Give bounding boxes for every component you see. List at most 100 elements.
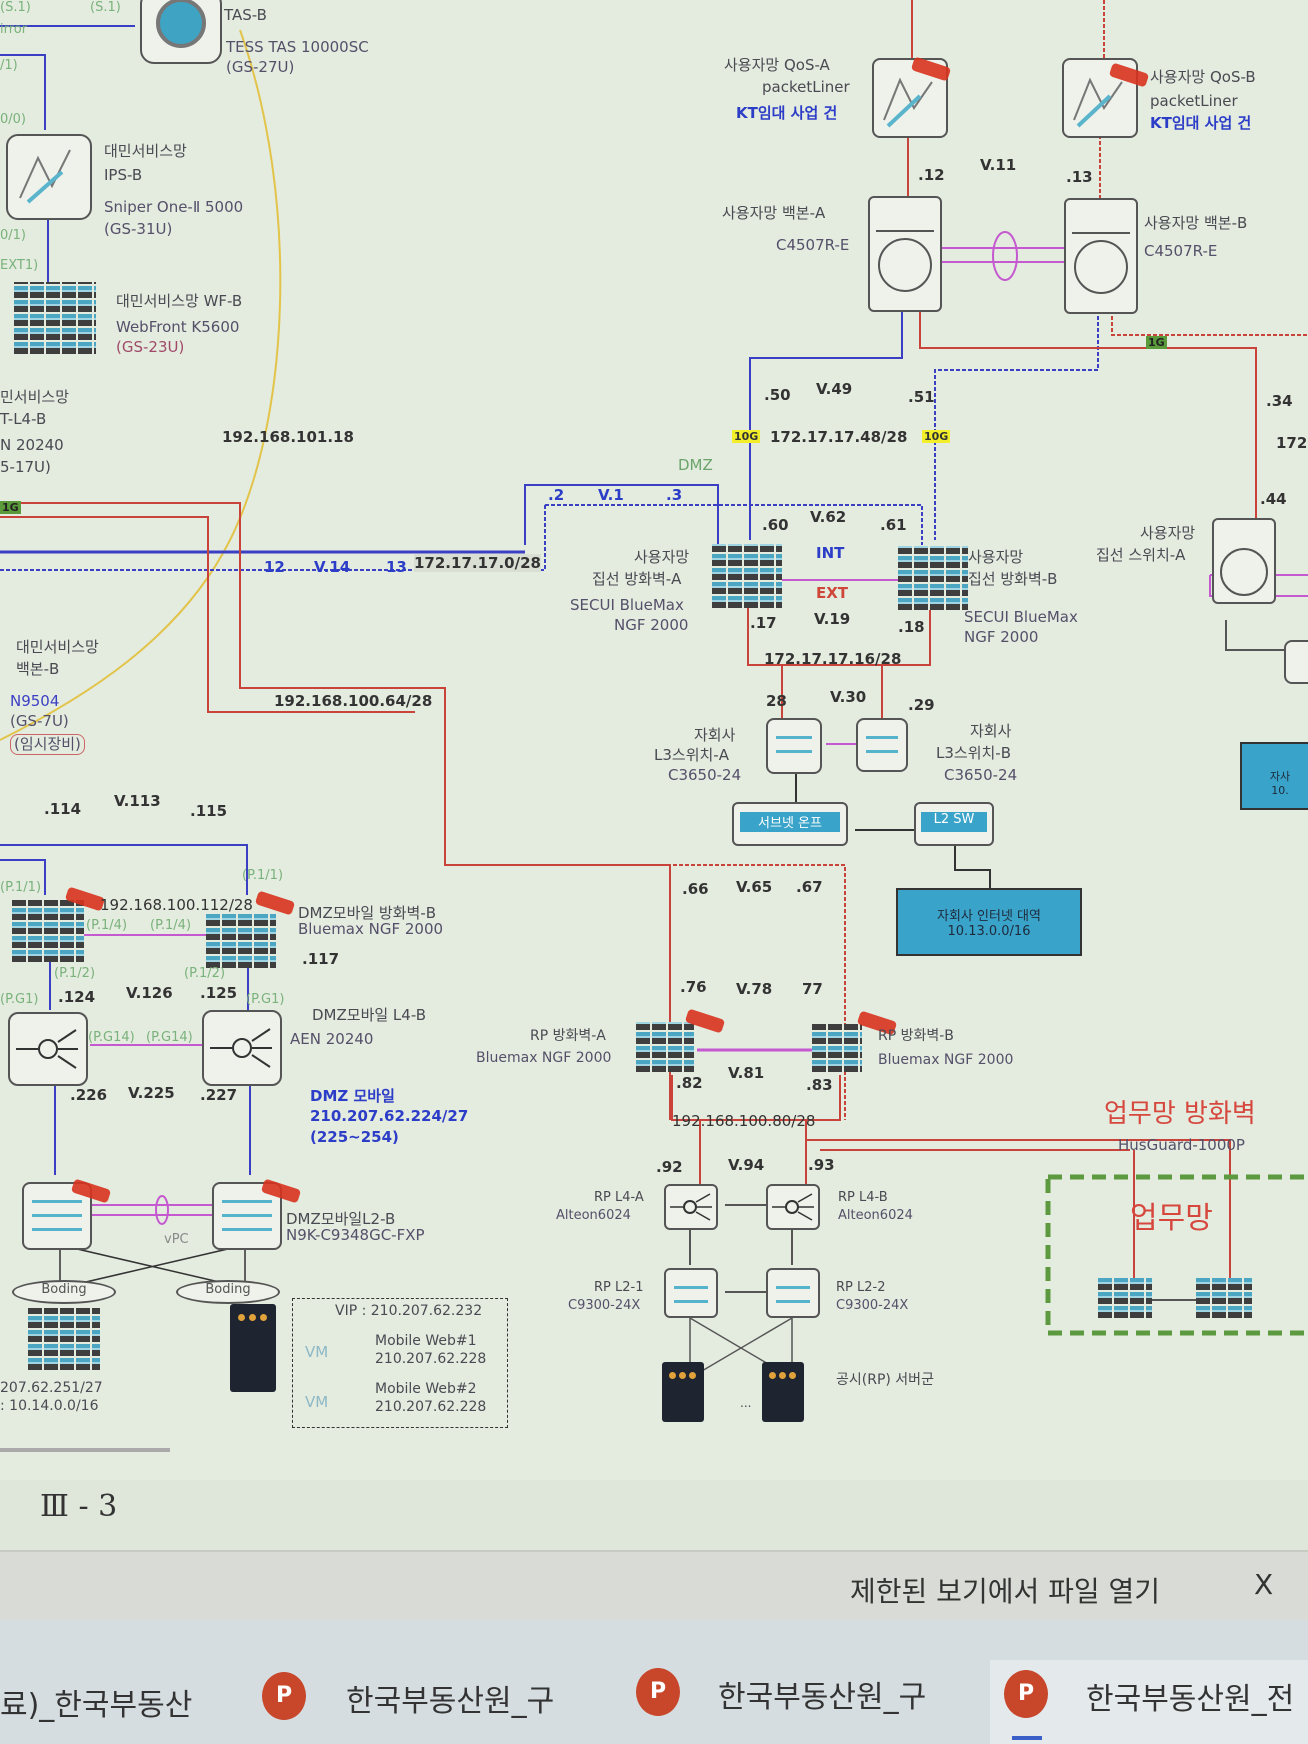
ip-18: .18 [898,618,925,636]
dmz-l2-a-device[interactable] [22,1182,92,1250]
rp-firewall-a-icon[interactable] [636,1022,694,1072]
subnet-label: 172.17.17.0/28 [414,554,541,572]
close-icon[interactable]: X [1254,1568,1274,1601]
dmz-subnet-2: : 10.14.0.0/16 [0,1398,99,1414]
ip-50: .50 [764,386,791,404]
dmz-l4-name: DMZ모바일 L4-B [312,1006,427,1024]
port-label: (P.G1) [0,992,39,1007]
load-balancer-icon [670,1193,712,1221]
dmz-l2-model: N9K-C9348GC-FXP [286,1226,425,1244]
agg-firewall-a-icon[interactable] [712,544,782,608]
rp-l4-a-device[interactable] [664,1184,718,1230]
subsidiary-box-a[interactable]: 서브넷 온프 [732,802,848,846]
ips-name: 대민서비스망 [104,142,187,160]
ip-61: .61 [880,516,907,534]
work-firewall-a-icon[interactable] [1098,1278,1152,1318]
switch-arrows-icon [876,202,934,232]
rp-l4-b-model: Alteon6024 [838,1208,913,1223]
dmz-l4-a-device[interactable] [8,1012,88,1086]
switch-icon [776,730,812,762]
subnet-label: 192.168.100.80/28 [672,1112,816,1130]
work-fw-model: HusGuard-1000P [1118,1136,1245,1154]
dmz-mobile-firewall-a-icon[interactable] [12,900,84,962]
tas-b-device[interactable] [140,0,222,64]
fw-agg-a-model: SECUI BlueMax [570,596,684,614]
port-label: 0/1) [0,228,26,243]
ips-chart-icon [19,149,71,204]
rp-l2-1-device[interactable] [664,1268,718,1318]
ip-82: .82 [676,1074,703,1092]
dmz-mobile-firewall-b-icon[interactable] [206,912,276,968]
qos-b-note: KT임대 사업 건 [1150,114,1252,132]
dmz-mobile-subnet: 210.207.62.224/27 [310,1107,469,1126]
router-icon [878,238,932,292]
switch-icon [32,1194,82,1238]
fw-agg-b-model2: NGF 2000 [964,628,1039,646]
agg-switch-a-device[interactable] [1212,518,1276,604]
core-backbone-b-device[interactable] [1064,198,1138,314]
taskbar-item-active[interactable]: P 한국부동산원_전 [990,1660,1308,1744]
port-label: (P.1/4) [86,918,128,933]
dmz-zone-label: DMZ [678,456,713,474]
work-firewall-b-icon[interactable] [1196,1278,1252,1318]
rp-firewall-b-icon[interactable] [812,1024,862,1072]
restricted-view-notice[interactable]: 제한된 보기에서 파일 열기 [850,1575,1161,1608]
page-number: Ⅲ - 3 [40,1489,118,1524]
vip-address: VIP : 210.207.62.232 [335,1303,483,1319]
l4-sub: T-L4-B [0,410,47,428]
load-balancer-icon [772,1193,814,1221]
agg-firewall-b-icon[interactable] [898,546,968,610]
l4-model: N 20240 [0,436,64,454]
core-a-name: 사용자망 백본-A [722,204,826,222]
subnet-label: 192.168.100.64/28 [274,692,433,710]
taskbar: 료)_한국부동산 P 한국부동산원_구 P 한국부동산원_구 P 한국부동산원_… [0,1620,1308,1744]
ip-83: .83 [806,1076,833,1094]
ips-b-device[interactable] [6,134,92,220]
subsidiary-box-a-label: 서브넷 온프 [740,812,840,832]
link-speed-badge: 1G [0,501,21,514]
ip-44: .44 [1260,490,1287,508]
vpn-firewall-icon[interactable] [28,1308,100,1370]
ip-115: .115 [190,802,228,820]
l3-switch-b-device[interactable] [856,718,908,772]
dmz-l4-b-device[interactable] [202,1010,282,1086]
rp-l4-b-device[interactable] [766,1184,820,1230]
dmz-mobile-title: DMZ 모바일 [310,1087,395,1105]
partial-network-box[interactable]: 자사 10. [1240,742,1308,810]
subsidiary-internet-network-box[interactable]: 자회사 인터넷 대역 10.13.0.0/16 [896,888,1082,956]
powerpoint-icon: P [262,1672,306,1720]
port-label: EXT1) [0,258,39,273]
rp-l2-2-device[interactable] [766,1268,820,1318]
rp-l4-b-name: RP L4-B [838,1190,888,1205]
core-backbone-a-device[interactable] [868,196,942,312]
l3-switch-a-device[interactable] [766,718,822,774]
core-a-model: C4507R-E [776,236,850,254]
waf-b-firewall-icon[interactable] [14,282,96,354]
core-b-model: C4507R-E [1144,242,1218,260]
switch-arrows-icon [1072,204,1130,234]
taskbar-item-label: 한국부동산원_구 [718,1680,927,1715]
l2-switch-box[interactable]: L2 SW [914,802,994,846]
ip-60: .60 [762,516,789,534]
switch-icon [866,730,898,760]
vm-tag: VM [305,1343,329,1361]
dmz-subnet-1: 207.62.251/27 [0,1380,103,1396]
port-label: /1) [0,58,18,73]
ip-117: .117 [302,950,340,968]
vpc-label: vPC [164,1232,189,1247]
l3-b-sub: L3스위치-B [936,744,1012,762]
powerpoint-icon: P [1004,1670,1048,1718]
router-icon [1220,548,1268,596]
ips-sub: IPS-B [104,166,143,184]
vip-group-box: VIP : 210.207.62.232 VM Mobile Web#1 210… [292,1298,508,1428]
partial-box-sub: 10. [1271,784,1289,797]
l4-rack: 5-17U) [0,458,51,476]
l3-a-sub: L3스위치-A [654,746,729,764]
vm1-ip: 210.207.62.228 [375,1351,487,1367]
link-ip-label: 192.168.101.18 [222,428,354,446]
dmz-l2-name: DMZ모바일L2-B [286,1210,396,1228]
link-speed-badge: 10G [922,430,951,443]
l3-b-model: C3650-24 [944,766,1018,784]
taskbar-item-label: 한국부동산원_구 [346,1684,555,1719]
magnifier-icon [156,0,206,48]
